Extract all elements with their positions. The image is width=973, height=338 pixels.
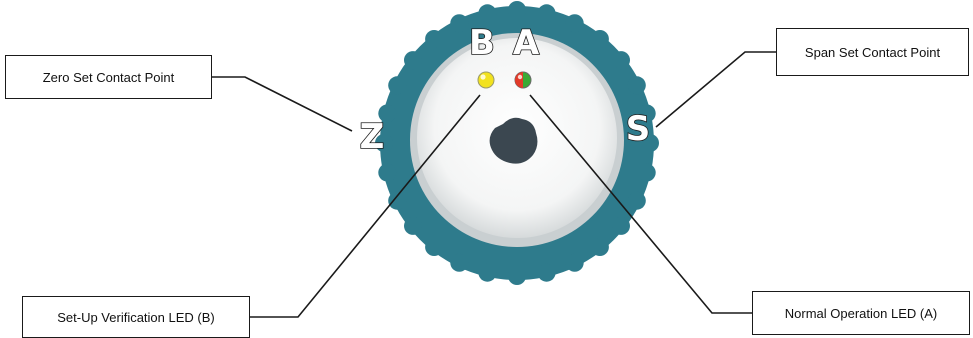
ring-knurl-bump (566, 14, 584, 32)
ring-knurl-bump (450, 254, 468, 272)
ring-knurl-bump (591, 238, 609, 256)
dial-letter-z: Z (360, 117, 385, 157)
ring-knurl-bump (478, 264, 496, 282)
ring-knurl-bump (404, 51, 422, 69)
led-a-red-green (515, 72, 531, 88)
callout-setup-verification-led: Set-Up Verification LED (B) (22, 296, 250, 338)
callout-span-set-label: Span Set Contact Point (805, 45, 940, 60)
callout-normal-led-label: Normal Operation LED (A) (785, 306, 937, 321)
ring-knurl-bump (388, 192, 406, 210)
callout-span-set-contact-point: Span Set Contact Point (776, 28, 969, 76)
ring-knurl-bump (538, 264, 556, 282)
dial-letter-b: B (469, 23, 495, 63)
ring-knurl-bump (591, 30, 609, 48)
ring-knurl-bump (425, 30, 443, 48)
dial-letter-a: A (513, 23, 540, 63)
ring-knurl-bump (388, 76, 406, 94)
ring-knurl-bump (638, 164, 656, 182)
ring-knurl-bump (404, 217, 422, 235)
leader-line-span-set (656, 52, 776, 127)
callout-zero-set-label: Zero Set Contact Point (43, 70, 175, 85)
ring-knurl-bump (628, 76, 646, 94)
ring-knurl-bump (612, 51, 630, 69)
ring-knurl-bump (508, 267, 526, 285)
ring-knurl-bump (612, 217, 630, 235)
ring-knurl-bump (566, 254, 584, 272)
ring-knurl-bump (425, 238, 443, 256)
callout-normal-operation-led: Normal Operation LED (A) (752, 291, 970, 335)
ring-knurl-bump (378, 164, 396, 182)
ring-knurl-bump (450, 14, 468, 32)
dial-letter-s: S (626, 109, 651, 149)
led-b-yellow (478, 72, 494, 88)
callout-zero-set-contact-point: Zero Set Contact Point (5, 55, 212, 99)
callout-setup-led-label: Set-Up Verification LED (B) (57, 310, 215, 325)
leader-line-zero-set (212, 77, 352, 131)
ring-knurl-bump (478, 4, 496, 22)
ring-knurl-bump (538, 4, 556, 22)
ring-knurl-bump (508, 1, 526, 19)
ring-knurl-bump (628, 192, 646, 210)
